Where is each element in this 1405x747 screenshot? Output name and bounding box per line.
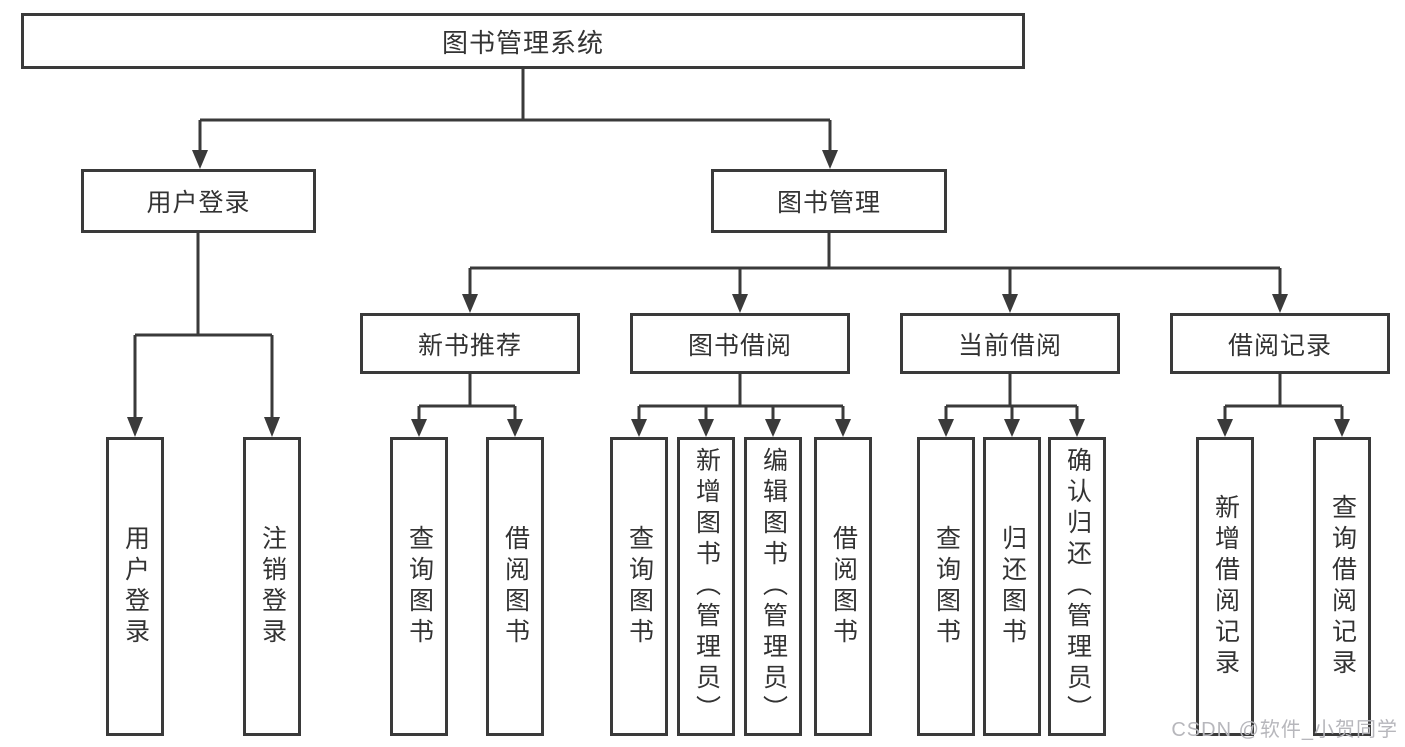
node-leaf-edit-books-admin: 编辑图书（管理员） <box>744 437 802 736</box>
node-leaf-confirm-return-admin: 确认归还（管理员） <box>1048 437 1106 736</box>
node-leaf-user-login: 用户登录 <box>106 437 164 736</box>
node-user-login-label: 用户登录 <box>146 189 251 217</box>
node-leaf-query-books-recommend-label: 查询图书 <box>405 524 434 649</box>
node-leaf-query-borrow-record: 查询借阅记录 <box>1313 437 1371 736</box>
node-leaf-add-borrow-record-label: 新增借阅记录 <box>1211 493 1240 680</box>
node-leaf-query-books-recommend: 查询图书 <box>390 437 448 736</box>
node-leaf-query-borrow-record-label: 查询借阅记录 <box>1328 493 1357 680</box>
node-leaf-add-borrow-record: 新增借阅记录 <box>1196 437 1254 736</box>
node-leaf-confirm-return-admin-label: 确认归还（管理员） <box>1063 447 1092 726</box>
node-book-borrowing: 图书借阅 <box>630 313 850 374</box>
node-leaf-borrow-books-recommend: 借阅图书 <box>486 437 544 736</box>
node-borrowing-records-label: 借阅记录 <box>1227 331 1332 360</box>
node-leaf-edit-books-admin-label: 编辑图书（管理员） <box>759 447 788 726</box>
node-leaf-query-books-borrow-label: 查询图书 <box>625 524 654 649</box>
node-leaf-borrow-books: 借阅图书 <box>814 437 872 736</box>
node-current-borrowing-label: 当前借阅 <box>957 331 1062 360</box>
node-leaf-logout-label: 注销登录 <box>258 524 287 649</box>
node-leaf-add-books-admin: 新增图书（管理员） <box>677 437 735 736</box>
node-leaf-query-books-borrow: 查询图书 <box>610 437 668 736</box>
node-library-system: 图书管理系统 <box>21 13 1025 69</box>
node-leaf-return-books-label: 归还图书 <box>998 524 1027 649</box>
node-leaf-user-login-label: 用户登录 <box>121 524 150 649</box>
node-leaf-add-books-admin-label: 新增图书（管理员） <box>692 447 721 726</box>
node-leaf-borrow-books-label: 借阅图书 <box>829 524 858 649</box>
node-book-borrowing-label: 图书借阅 <box>687 331 792 360</box>
node-leaf-return-books: 归还图书 <box>983 437 1041 736</box>
node-leaf-borrow-books-recommend-label: 借阅图书 <box>501 524 530 649</box>
node-leaf-query-books-current-label: 查询图书 <box>932 524 961 649</box>
node-borrowing-records: 借阅记录 <box>1170 313 1390 374</box>
node-library-system-label: 图书管理系统 <box>441 27 604 58</box>
node-user-login: 用户登录 <box>81 169 316 233</box>
node-current-borrowing: 当前借阅 <box>900 313 1120 374</box>
node-leaf-logout: 注销登录 <box>243 437 301 736</box>
node-book-management-label: 图书管理 <box>776 189 881 217</box>
node-new-book-recommend-label: 新书推荐 <box>417 331 522 360</box>
node-book-management: 图书管理 <box>711 169 947 233</box>
node-leaf-query-books-current: 查询图书 <box>917 437 975 736</box>
node-new-book-recommend: 新书推荐 <box>360 313 580 374</box>
